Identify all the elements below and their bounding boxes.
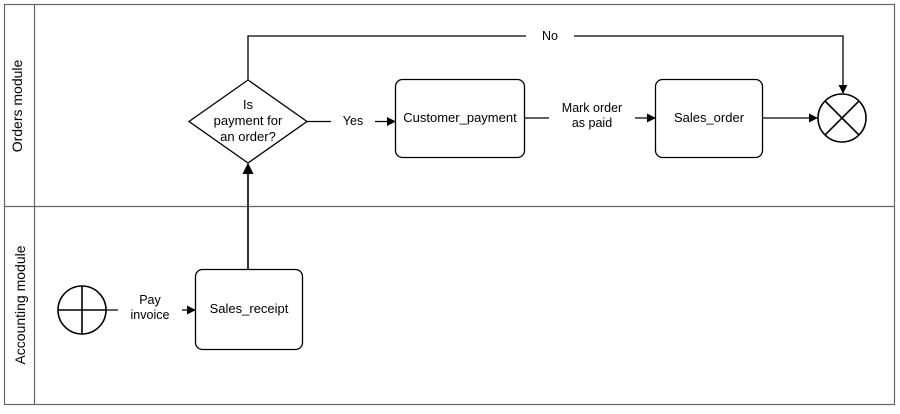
lane-label-orders: Orders module [9,59,25,153]
edge-label-pay-invoice: Pay invoice [118,293,182,323]
edge-gateway-no [247,35,843,93]
lane-label-accounting: Accounting module [12,245,28,365]
edge-label-mark-order-as-paid: Mark order as paid [549,101,635,131]
edge-label-yes: Yes [331,114,375,129]
task-sales-receipt [194,268,304,351]
task-sales-order [654,78,764,159]
task-customer-payment [394,78,526,159]
end-event-x-stroke-2 [824,100,860,136]
edge-label-no: No [526,29,574,44]
pool-frame [3,3,896,406]
